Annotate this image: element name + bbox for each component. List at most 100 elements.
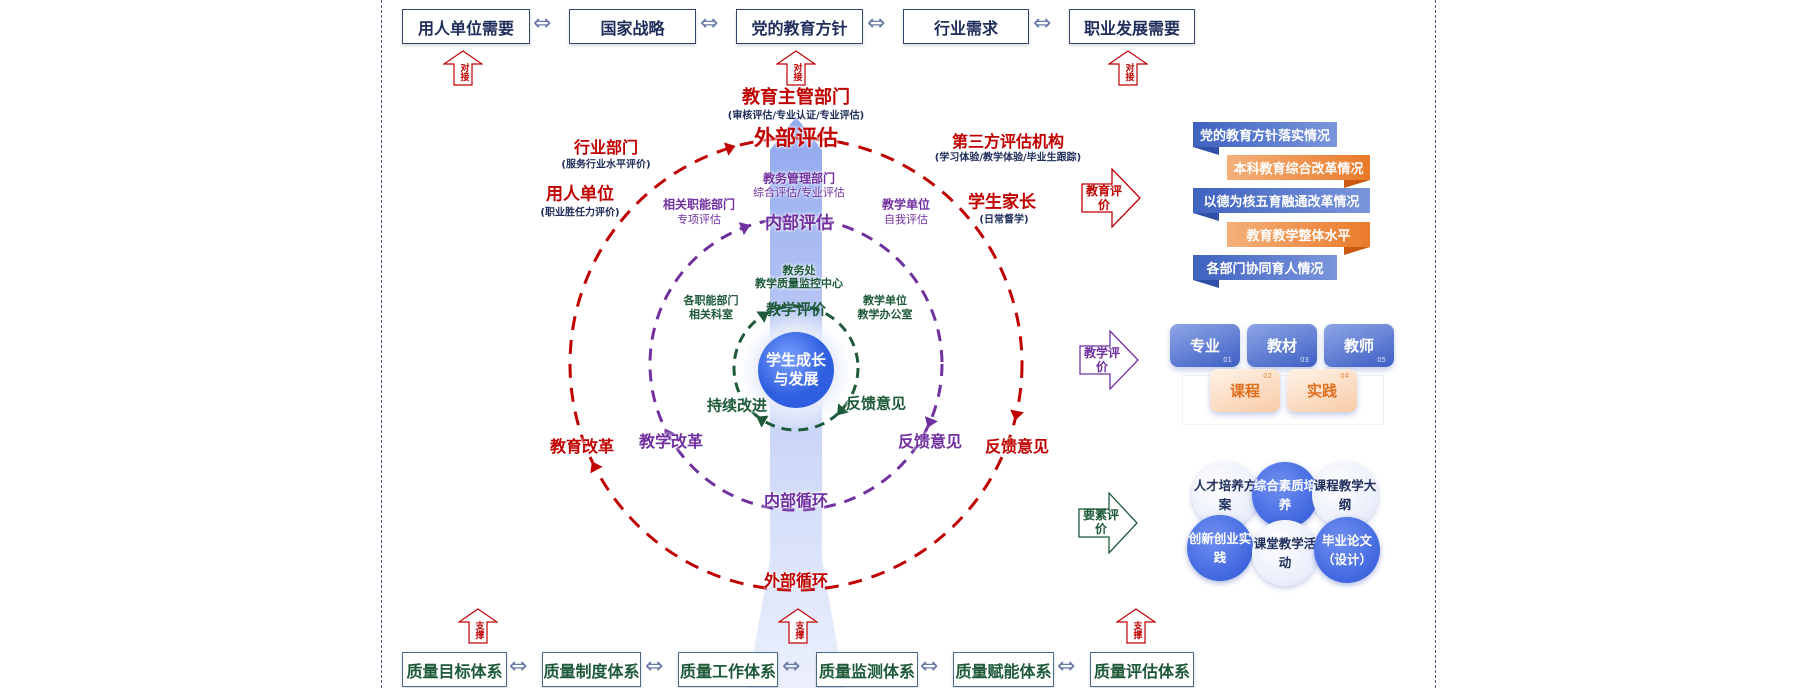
third-party-sub: (学习体验/教学体验/毕业生跟踪) — [934, 152, 1082, 164]
core-feedback-label: 反馈意见 — [845, 394, 907, 413]
teaching-reform-label: 教学改革 — [638, 432, 704, 451]
card-label: 教材 — [1266, 337, 1297, 355]
teach-eval-label: 教学评价 — [1084, 346, 1121, 374]
cycle-arrowhead-icon — [837, 403, 849, 416]
double-arrow-icon: ⇔ — [509, 654, 528, 679]
connect-arrow-icon: 对接 — [776, 50, 816, 86]
connect-label: 对接 — [1123, 63, 1134, 81]
internal-cycle-label: 内部循环 — [763, 491, 829, 510]
bubble-innovation-practice: 创新创业实践 — [1187, 515, 1253, 581]
functional-depts-label: 各职能部门 — [683, 294, 739, 307]
double-arrow-icon: ⇔ — [1033, 11, 1052, 36]
edu-eval-item: 党的教育方针落实情况 — [1193, 122, 1337, 147]
double-arrow-icon: ⇔ — [920, 654, 939, 679]
bubble-quality-cultivation: 综合素质培养 — [1252, 462, 1318, 528]
external-cycle-label: 外部循环 — [763, 571, 829, 590]
industry-sub: (服务行业水平评价) — [561, 159, 651, 171]
edu-eval-item: 以德为核五育融通改革情况 — [1193, 188, 1370, 213]
edu-eval-arrow: 教育评价 — [1080, 167, 1141, 229]
card-number: 02 — [1263, 372, 1272, 380]
inner-feedback-label: 反馈意见 — [897, 432, 963, 451]
related-dept-sub: 专项评估 — [677, 213, 721, 226]
edu-reform-label: 教育改革 — [549, 437, 615, 456]
card-number: 03 — [1300, 356, 1309, 364]
connect-arrow-icon: 对接 — [1108, 50, 1148, 86]
double-arrow-icon: ⇔ — [533, 11, 552, 36]
double-arrow-icon: ⇔ — [700, 11, 719, 36]
right-divider — [1435, 0, 1436, 688]
support-arrow-icon: 支撑 — [778, 608, 818, 644]
edu-dept-label: 教育主管部门 — [742, 87, 850, 108]
cycle-arrowhead-icon — [756, 311, 769, 323]
student-growth-label: 学生成长与发展 — [766, 351, 827, 388]
top-box-industry-demand: 行业需求 — [903, 9, 1029, 44]
element-eval-label: 要素评价 — [1083, 508, 1120, 536]
teaching-unit-label: 教学单位 — [881, 197, 931, 212]
connect-label: 对接 — [458, 63, 469, 81]
bubble-classroom-activity: 课堂教学活动 — [1252, 520, 1318, 586]
admin-dept-label: 教务管理部门 — [762, 171, 836, 186]
card-number: 05 — [1377, 356, 1386, 364]
element-eval-arrow: 要素评价 — [1077, 491, 1138, 555]
bottom-box-quality-work: 质量工作体系 — [678, 652, 778, 687]
outer-cycle-ring — [568, 136, 1024, 592]
edu-eval-label: 教育评价 — [1086, 184, 1123, 212]
cycle-arrowhead-icon — [1010, 409, 1024, 421]
card-label: 专业 — [1189, 337, 1220, 355]
academic-office-label: 教务处 — [782, 264, 816, 277]
card-number: 01 — [1223, 356, 1232, 364]
edu-eval-item: 教育教学整体水平 — [1227, 222, 1370, 247]
outer-feedback-label: 反馈意见 — [984, 437, 1050, 456]
bottom-box-quality-empowerment: 质量赋能体系 — [953, 652, 1054, 687]
functional-depts-sub: 相关科室 — [689, 308, 733, 321]
left-divider — [381, 0, 382, 688]
double-arrow-icon: ⇔ — [867, 11, 886, 36]
double-arrow-icon: ⇔ — [645, 654, 664, 679]
card-number: 04 — [1340, 372, 1349, 380]
teaching-unit-sub: 自我评估 — [884, 213, 928, 226]
student-core-circle — [758, 332, 834, 408]
bottom-box-quality-goals: 质量目标体系 — [402, 652, 507, 687]
teaching-cycle-ring — [732, 304, 860, 432]
connect-arrow-icon: 对接 — [443, 50, 483, 86]
edu-eval-item: 本科教育综合改革情况 — [1227, 155, 1370, 180]
card-label: 实践 — [1306, 382, 1337, 400]
double-arrow-icon: ⇔ — [1057, 654, 1076, 679]
employer-sub: (职业胜任力评价) — [540, 207, 620, 219]
top-box-career-needs: 职业发展需要 — [1069, 9, 1195, 44]
external-eval-label: 外部评估 — [754, 126, 838, 150]
cycle-arrowhead-icon — [663, 428, 676, 441]
edu-dept-sub: (审核评估/专业认证/专业评估) — [727, 110, 865, 122]
card-label: 课程 — [1229, 382, 1260, 400]
academic-office-sub: 教学质量监控中心 — [755, 277, 843, 290]
admin-dept-sub: 综合评估/专业评估 — [753, 186, 845, 199]
top-box-national-strategy: 国家战略 — [569, 9, 696, 44]
industry-label: 行业部门 — [573, 138, 639, 157]
support-label: 支撑 — [793, 621, 804, 639]
bubble-thesis: 毕业论文（设计） — [1314, 517, 1380, 583]
teach-eval-arrow: 教学评价 — [1078, 329, 1139, 391]
bottom-box-quality-assessment: 质量评估体系 — [1090, 652, 1194, 687]
third-party-label: 第三方评估机构 — [951, 132, 1065, 151]
cycle-arrowhead-icon — [924, 416, 938, 428]
cycle-arrowhead-icon — [590, 461, 603, 474]
parents-sub: (日常督学) — [979, 214, 1029, 226]
support-arrow-icon: 支撑 — [1116, 608, 1156, 644]
internal-eval-label: 内部评估 — [765, 213, 833, 234]
edu-eval-item: 各部门协同育人情况 — [1193, 255, 1337, 280]
teaching-unit-office-sub: 教学办公室 — [857, 308, 913, 321]
support-label: 支撑 — [473, 621, 484, 639]
teach-eval-panel — [1182, 375, 1384, 425]
parents-label: 学生家长 — [968, 192, 1036, 213]
teaching-eval-label: 教学评价 — [765, 300, 827, 319]
employer-label: 用人单位 — [546, 184, 614, 205]
support-label: 支撑 — [1131, 621, 1142, 639]
top-box-employer-needs: 用人单位需要 — [402, 9, 530, 44]
cycle-arrowhead-icon — [738, 222, 751, 236]
double-arrow-icon: ⇔ — [782, 654, 801, 679]
cycle-arrowhead-icon — [756, 415, 769, 428]
